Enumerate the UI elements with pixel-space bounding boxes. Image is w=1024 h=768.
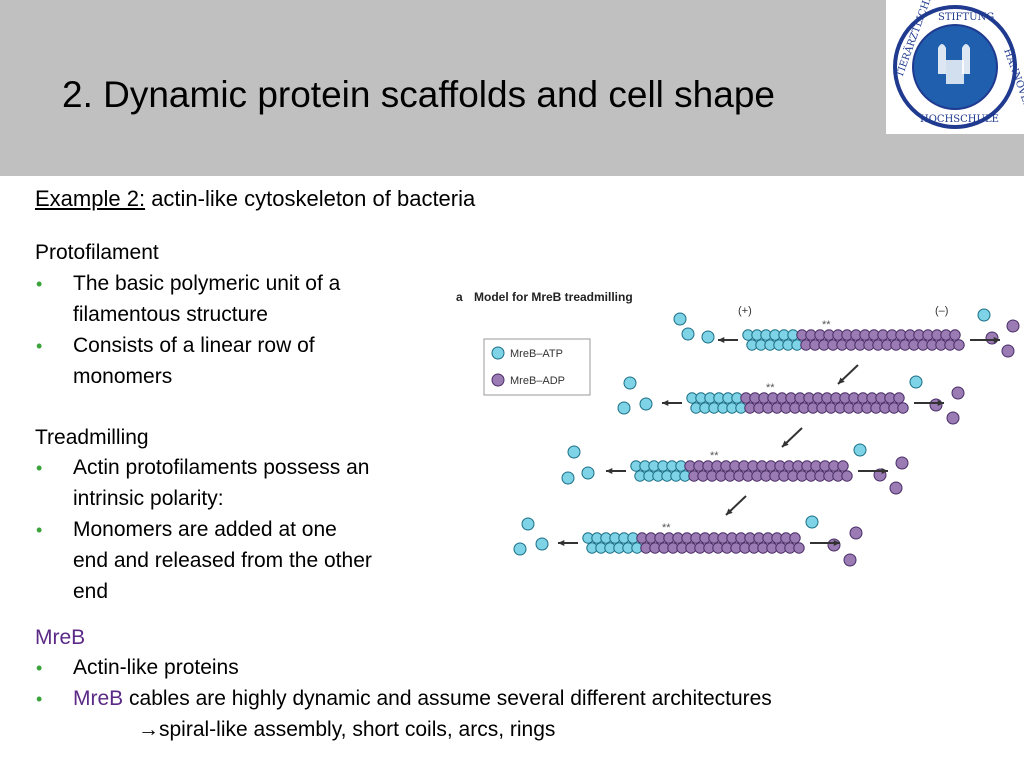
filament-adp-monomer [893,392,905,404]
plus-end-arrow-head [662,399,669,407]
right-arrow-icon: → [138,718,159,741]
treadmilling-item-1-line-1: Actin protofilaments possess an [73,456,370,479]
filament-adp-monomer [897,402,909,414]
mreb-treadmilling-figure: a Model for MreB treadmilling MreB–ATP M… [448,272,1024,572]
bullet-dot: • [36,336,43,356]
filament-adp-monomer [789,532,801,544]
free-adp-monomer [1006,319,1020,333]
step-arrow-head [726,508,733,515]
filament-stars: ** [662,522,671,534]
free-adp-monomer [843,553,857,567]
svg-text:STIFTUNG: STIFTUNG [938,12,994,23]
filament-stars: ** [710,450,719,462]
free-adp-monomer [929,398,943,412]
legend-atp-label: MreB–ATP [510,348,563,360]
treadmilling-item-2-line-2: end and released from the other [73,549,372,572]
bullet-dot: • [36,689,43,709]
free-atp-monomer [701,330,715,344]
treadmilling-item-2-line-3: end [73,580,109,603]
minus-end-arrow-head [833,539,840,547]
bullet-dot: • [36,658,43,678]
institution-logo: STIFTUNG TIERÄRZTLICHE HOCHSCHULE HANNOV… [886,0,1024,134]
minus-end-label: (–) [935,305,948,317]
plus-end-arrow-head [558,539,565,547]
free-atp-monomer [561,471,575,485]
legend-adp-label: MreB–ADP [510,375,565,387]
released-atp-monomer [977,308,991,322]
filament-adp-monomer [793,542,805,554]
filament-adp-monomer [949,329,961,341]
free-adp-monomer [951,386,965,400]
minus-end-arrow-head [881,467,888,475]
free-adp-monomer [849,526,863,540]
figure-panel-letter: a [456,290,463,304]
treadmilling-item-2-line-1: Monomers are added at one [73,518,337,541]
mreb-item-2: MreB cables are highly dynamic and assum… [73,686,772,712]
free-adp-monomer [985,331,999,345]
free-adp-monomer [889,481,903,495]
filament-stars: ** [822,319,831,331]
free-atp-monomer [681,327,695,341]
plus-end-arrow-head [606,467,613,475]
bullet-dot: • [36,274,43,294]
protofilament-item-1-line-2: filamentous structure [73,303,268,326]
free-atp-monomer [673,312,687,326]
filament-adp-monomer [837,460,849,472]
free-adp-monomer [1001,344,1015,358]
treadmilling-heading: Treadmilling [35,426,149,449]
mreb-item-2-text: cables are highly dynamic and assume sev… [129,687,772,710]
filament-adp-monomer [953,339,965,351]
minus-end-arrow-head [993,336,1000,344]
figure-caption: Model for MreB treadmilling [474,290,633,304]
example-label: Example 2: [35,186,146,211]
released-atp-monomer [853,443,867,457]
filament-adp-monomer [841,470,853,482]
free-atp-monomer [513,542,527,556]
mreb-item-2-sub: →spiral-like assembly, short coils, arcs… [138,717,555,743]
legend-atp-swatch [491,346,505,360]
free-atp-monomer [617,401,631,415]
free-adp-monomer [946,411,960,425]
minus-end-arrow-head [937,399,944,407]
free-atp-monomer [623,376,637,390]
filament-stars: ** [766,382,775,394]
bullet-dot: • [36,520,43,540]
protofilament-item-2-line-1: Consists of a linear row of [73,334,315,357]
plus-end-label: (+) [738,305,752,317]
bullet-dot: • [36,458,43,478]
step-arrow-head [838,377,845,384]
legend-box: MreB–ATP MreB–ADP [483,338,591,396]
mreb-item-2-highlight: MreB [73,687,124,710]
example-heading: Example 2: actin-like cytoskeleton of ba… [35,186,475,212]
step-arrow-head [782,440,789,447]
mreb-heading: MreB [35,626,86,649]
free-atp-monomer [581,466,595,480]
free-atp-monomer [639,397,653,411]
free-adp-monomer [895,456,909,470]
protofilament-heading: Protofilament [35,241,159,264]
slide-title: 2. Dynamic protein scaffolds and cell sh… [62,74,775,115]
released-atp-monomer [909,375,923,389]
svg-text:HOCHSCHULE: HOCHSCHULE [920,114,999,125]
free-atp-monomer [535,537,549,551]
header-bar [0,0,1024,176]
example-text: actin-like cytoskeleton of bacteria [151,186,476,211]
treadmilling-item-1-line-2: intrinsic polarity: [73,487,224,510]
legend-adp-swatch [491,373,505,387]
protofilament-item-2-line-2: monomers [73,365,173,388]
free-atp-monomer [567,445,581,459]
protofilament-item-1-line-1: The basic polymeric unit of a [73,272,341,295]
mreb-item-2-sub-text: spiral-like assembly, short coils, arcs,… [159,718,556,741]
mreb-item-1: Actin-like proteins [73,656,239,679]
free-atp-monomer [521,517,535,531]
plus-end-arrow-head [718,336,725,344]
released-atp-monomer [805,515,819,529]
